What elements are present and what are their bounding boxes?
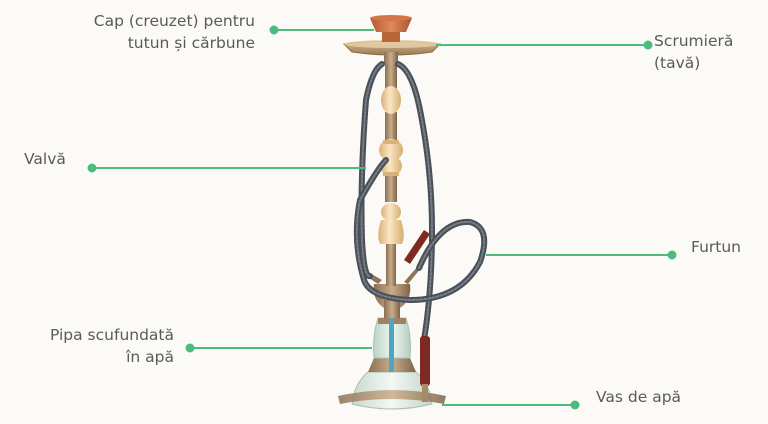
label-valve-text: Valvă <box>24 150 66 168</box>
stem <box>378 62 404 286</box>
leader-dot-downstem <box>185 343 195 353</box>
leader-lines <box>87 25 677 410</box>
tray <box>342 40 442 64</box>
label-hose-text: Furtun <box>691 238 741 256</box>
label-vase-text: Vas de apă <box>596 388 682 406</box>
leader-dot-vase <box>570 400 580 410</box>
hose-handles <box>404 230 430 402</box>
downstem-pipe <box>389 300 394 372</box>
leader-dot-tray <box>643 40 653 50</box>
label-tray-line2: (tavă) <box>654 54 701 72</box>
label-downstem-line1: Pipa scufundată <box>49 326 174 344</box>
label-downstem-line2: în apă <box>126 348 174 366</box>
label-hose: Furtun <box>691 236 741 258</box>
leader-dot-head <box>269 25 279 35</box>
bowl <box>370 15 412 42</box>
hoses <box>353 61 488 343</box>
label-vase: Vas de apă <box>596 386 681 408</box>
leader-dot-hose <box>667 250 677 260</box>
label-head: Cap (creuzet) pentru tutun și cărbune <box>94 10 255 54</box>
label-head-line1: Cap (creuzet) pentru <box>93 12 255 30</box>
label-tray: Scrumieră (tavă) <box>654 30 733 74</box>
label-tray-line1: Scrumieră <box>654 32 734 50</box>
label-valve: Valvă <box>24 148 66 170</box>
label-head-line2: tutun și cărbune <box>127 34 255 52</box>
label-downstem: Pipa scufundată în apă <box>50 324 174 368</box>
leader-dot-valve <box>87 163 97 173</box>
